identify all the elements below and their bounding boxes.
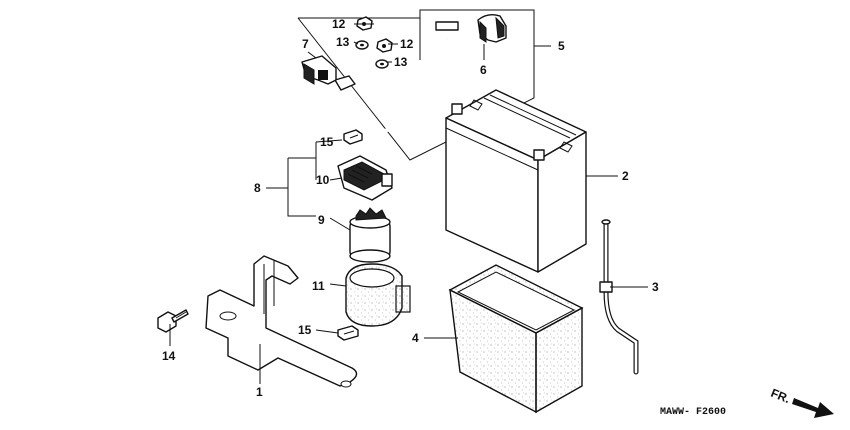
callout-4: 4	[412, 331, 419, 345]
callout-2: 2	[622, 169, 629, 183]
battery-box[interactable]	[448, 264, 584, 414]
callout-15-upper: 15	[320, 135, 334, 149]
cable-group-outline	[297, 9, 551, 161]
callout-12-upper: 12	[332, 17, 346, 31]
fuse-15-upper[interactable]	[343, 129, 363, 145]
callout-8: 8	[254, 181, 261, 195]
callout-15-lower: 15	[298, 323, 312, 337]
callout-6: 6	[480, 63, 487, 77]
callout-10: 10	[316, 173, 330, 187]
callout-5: 5	[558, 39, 565, 53]
battery-cable[interactable]	[334, 21, 459, 133]
callout-11: 11	[312, 279, 325, 293]
battery[interactable]	[445, 89, 587, 273]
diagram-code: MAWW- F2600	[660, 407, 726, 418]
leader-lines	[169, 23, 648, 384]
washer-13-lower[interactable]	[375, 59, 389, 69]
callout-3: 3	[652, 280, 659, 294]
callout-12-lower: 12	[400, 37, 414, 51]
fuse-15-lower[interactable]	[337, 325, 359, 341]
callout-13-lower: 13	[394, 55, 408, 69]
callout-1: 1	[256, 385, 263, 399]
battery-holder-rod[interactable]	[599, 219, 639, 375]
battery-bracket[interactable]	[205, 255, 358, 388]
starter-relay-10[interactable]	[337, 155, 393, 201]
callout-13-upper: 13	[336, 35, 350, 49]
nut-12-lower[interactable]	[376, 38, 393, 53]
callout-9: 9	[318, 213, 325, 227]
terminal-cover-negative[interactable]	[301, 55, 337, 85]
front-direction-label: FR.	[769, 386, 792, 406]
relay-unit-9[interactable]	[349, 207, 391, 263]
callout-7: 7	[302, 37, 309, 51]
callout-14: 14	[162, 349, 176, 363]
starter-relay-cover-11[interactable]	[345, 263, 411, 327]
terminal-cover-positive[interactable]	[477, 13, 507, 43]
front-direction-arrow-icon: FR.	[769, 386, 834, 418]
bolt-14[interactable]	[157, 309, 189, 333]
washer-13-upper[interactable]	[355, 40, 369, 50]
